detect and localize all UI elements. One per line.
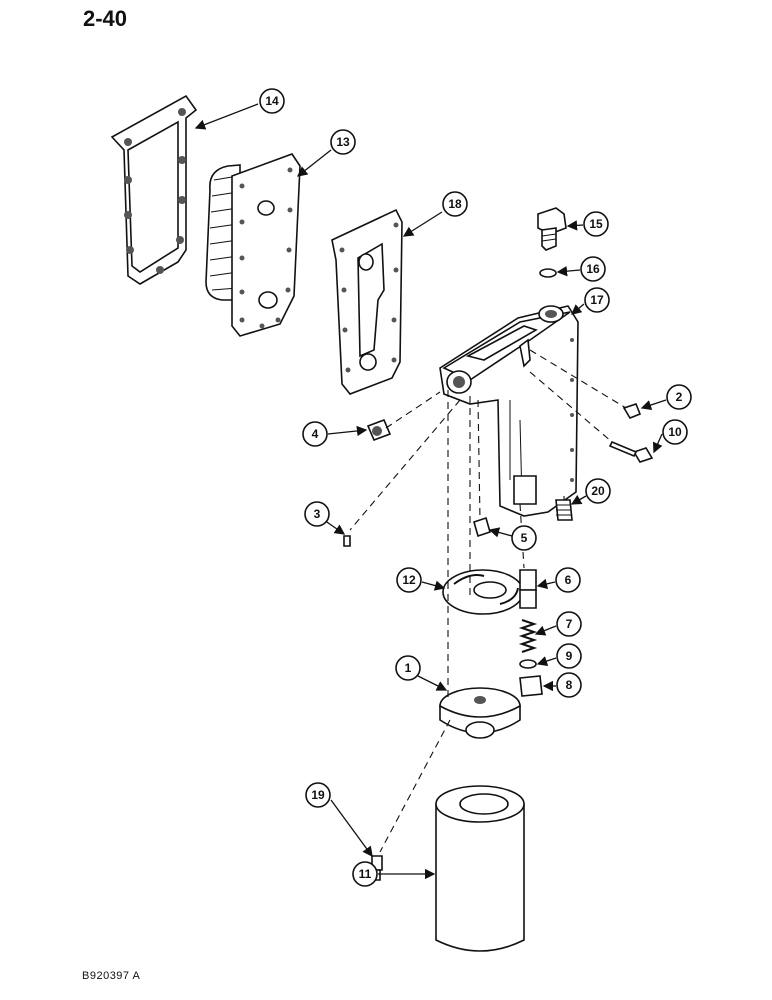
valve-washer bbox=[519, 659, 537, 669]
svg-text:8: 8 bbox=[566, 678, 573, 692]
oil-filter bbox=[435, 785, 525, 952]
svg-text:11: 11 bbox=[359, 867, 372, 881]
svg-text:1: 1 bbox=[405, 661, 412, 675]
adapter-plate bbox=[442, 569, 524, 615]
svg-text:18: 18 bbox=[448, 197, 462, 211]
svg-text:10: 10 bbox=[668, 425, 682, 439]
o-ring-seal bbox=[539, 268, 557, 278]
cooler-housing-gasket bbox=[331, 208, 403, 395]
pipe-plug bbox=[622, 403, 642, 419]
threaded-fitting bbox=[555, 499, 573, 521]
svg-text:14: 14 bbox=[265, 94, 279, 108]
callout-4: 4 bbox=[302, 421, 368, 447]
dowel-pin bbox=[343, 535, 351, 547]
oil-filter-housing bbox=[439, 305, 579, 517]
callout-11: 11 bbox=[352, 861, 436, 887]
relief-valve-seat bbox=[473, 516, 491, 538]
svg-text:15: 15 bbox=[589, 217, 603, 231]
svg-text:2: 2 bbox=[676, 390, 683, 404]
housing-bolt bbox=[608, 440, 654, 463]
callout-1: 1 bbox=[395, 655, 448, 691]
relief-valve-plug bbox=[537, 207, 567, 251]
svg-text:6: 6 bbox=[565, 573, 572, 587]
callout-10: 10 bbox=[652, 419, 688, 454]
callout-9: 9 bbox=[536, 643, 582, 669]
svg-text:12: 12 bbox=[402, 573, 416, 587]
svg-text:9: 9 bbox=[566, 649, 573, 663]
callout-19: 19 bbox=[305, 782, 373, 858]
callout-16: 16 bbox=[556, 256, 606, 282]
callout-18: 18 bbox=[402, 191, 468, 237]
callout-7: 7 bbox=[534, 611, 582, 637]
svg-text:19: 19 bbox=[311, 788, 325, 802]
valve-plug bbox=[519, 675, 543, 697]
svg-text:17: 17 bbox=[590, 293, 604, 307]
svg-text:3: 3 bbox=[314, 507, 321, 521]
oil-cooler-core bbox=[205, 153, 301, 337]
assembly-lines bbox=[349, 349, 627, 853]
callout-2: 2 bbox=[640, 384, 692, 411]
svg-text:16: 16 bbox=[586, 262, 600, 276]
figure-reference-code: B920397 A bbox=[82, 970, 141, 982]
svg-text:5: 5 bbox=[521, 531, 528, 545]
callout-6: 6 bbox=[536, 567, 581, 593]
housing-plug bbox=[366, 418, 392, 442]
filter-head bbox=[439, 687, 521, 739]
svg-text:7: 7 bbox=[566, 617, 573, 631]
svg-text:4: 4 bbox=[312, 427, 319, 441]
callout-14: 14 bbox=[194, 88, 285, 130]
callout-20: 20 bbox=[570, 478, 611, 505]
relief-valve-spring bbox=[518, 619, 538, 653]
oil-cooler-gasket bbox=[110, 94, 198, 285]
callout-8: 8 bbox=[542, 672, 582, 698]
relief-valve-piston bbox=[519, 569, 537, 609]
callout-13: 13 bbox=[296, 129, 356, 177]
callout-3: 3 bbox=[304, 501, 346, 535]
callout-17: 17 bbox=[571, 287, 610, 315]
callout-5: 5 bbox=[488, 525, 537, 551]
svg-text:20: 20 bbox=[591, 484, 605, 498]
svg-text:13: 13 bbox=[336, 135, 350, 149]
callout-15: 15 bbox=[566, 211, 609, 237]
callout-12: 12 bbox=[396, 567, 446, 593]
page-number: 2-40 bbox=[83, 6, 128, 31]
